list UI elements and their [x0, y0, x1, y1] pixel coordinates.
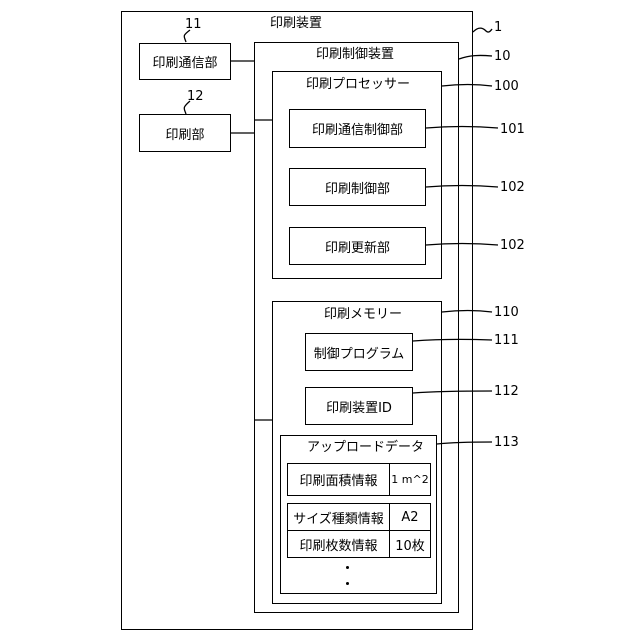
memory-title: 印刷メモリー: [324, 308, 402, 321]
ref-device: 1: [494, 21, 502, 34]
control-program: 制御プログラム: [305, 333, 413, 371]
print-control-unit: 印刷制御部: [289, 168, 426, 206]
upload-row-label-1: サイズ種類情報: [287, 503, 390, 531]
print-controller-title: 印刷制御装置: [316, 48, 394, 61]
continuation-dot: [346, 566, 349, 569]
print-unit: 印刷部: [139, 114, 231, 152]
ref-print-control: 102: [500, 181, 525, 194]
upload-row-label-2: 印刷枚数情報: [287, 530, 390, 558]
upload-row-label-0: 印刷面積情報: [287, 463, 390, 496]
print-update-unit: 印刷更新部: [289, 227, 426, 265]
upload-row-value-1: A2: [389, 503, 431, 531]
ref-comm-unit: 11: [185, 18, 202, 31]
ref-device-id: 112: [494, 385, 519, 398]
comm-control-unit: 印刷通信制御部: [289, 109, 426, 148]
upload-row-value-0: 1 m^2: [389, 463, 431, 496]
ref-control-program: 111: [494, 334, 519, 347]
ref-print-unit: 12: [187, 90, 204, 103]
continuation-dot: [346, 582, 349, 585]
device-id: 印刷装置ID: [305, 387, 413, 425]
ref-controller: 10: [494, 50, 511, 63]
ref-comm-control: 101: [500, 123, 525, 136]
ref-processor: 100: [494, 80, 519, 93]
print-comm-unit: 印刷通信部: [139, 43, 231, 80]
upload-data-title: アップロードデータ: [307, 441, 424, 454]
printing-device-title: 印刷装置: [270, 17, 322, 30]
ref-memory: 110: [494, 306, 519, 319]
leader-1: [473, 28, 492, 32]
ref-print-update: 102: [500, 239, 525, 252]
ref-upload-data: 113: [494, 436, 519, 449]
processor-title: 印刷プロセッサー: [306, 78, 410, 91]
upload-row-value-2: 10枚: [389, 530, 431, 558]
